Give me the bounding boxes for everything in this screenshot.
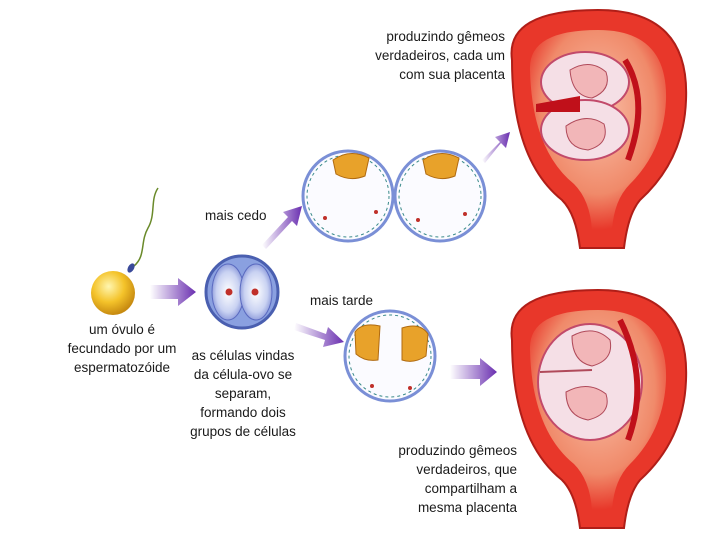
label-line: espermatozóide [73,360,171,375]
uterus-separate-placentas-icon [510,8,688,249]
label-cells-separate: as células vindas da célula-ovo se separ… [182,346,304,441]
blastocyst-late [343,309,437,403]
two-cell-embryo-icon [204,254,280,330]
label-line: com sua placenta [399,67,505,82]
label-line: grupos de células [190,424,296,439]
label-late: mais tarde [310,293,374,308]
label-line: verdadeiros, que [416,462,517,477]
label-line: produzindo gêmeos [398,443,517,458]
arrow-to-separate-placentas [482,132,510,163]
arrow-late [294,323,344,347]
label-egg-fertilized: um óvulo é fecundado por um espermatozói… [62,320,182,377]
arrow-egg-to-cell [150,278,196,306]
label-line: da célula-ovo se [193,367,293,382]
label-line: mesma placenta [417,500,517,515]
blastocyst-early-2 [393,149,487,243]
label-twins-separate-placentas: produzindo gêmeos verdadeiros, cada um c… [348,27,505,84]
ovum-icon [91,271,135,315]
label-line: fecundado por um [67,341,177,356]
label-line: separam, [214,386,272,401]
label-line: verdadeiros, cada um [375,48,505,63]
label-line: compartilham a [424,481,517,496]
label-line: um óvulo é [88,322,156,337]
label-line: produzindo gêmeos [386,29,505,44]
blastocyst-early-1 [301,149,395,243]
label-line: as células vindas [191,348,295,363]
label-twins-shared-placenta: produzindo gêmeos verdadeiros, que compa… [380,441,517,517]
sperm-icon [127,187,159,273]
uterus-shared-placenta-icon [510,288,688,529]
arrow-to-shared-placenta [450,358,497,386]
arrow-early [262,206,302,249]
label-early: mais cedo [205,208,267,223]
label-line: formando dois [200,405,286,420]
